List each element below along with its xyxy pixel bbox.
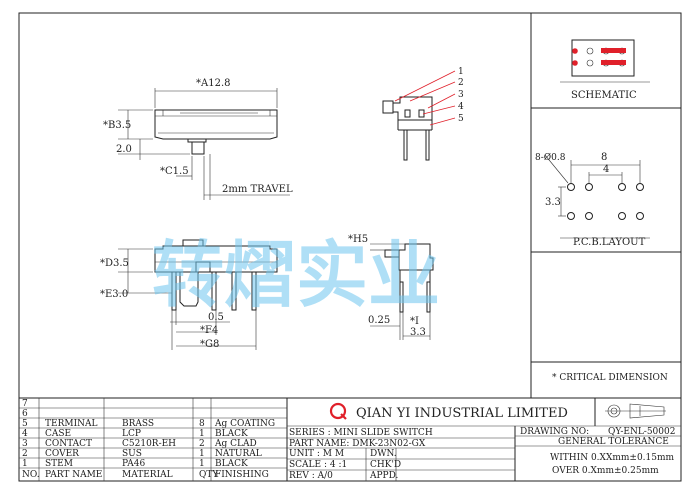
- parts-cell-qty: 1: [199, 449, 205, 459]
- pcb-layout-title: P.C.B.LAYOUT: [573, 237, 646, 248]
- pcb-8-label: 8: [601, 152, 607, 163]
- parts-cell-name: COVER: [45, 449, 79, 459]
- tolerance-within: WITHIN 0.XXmm±0.15mm: [550, 453, 675, 463]
- label-d: *D3.5: [100, 258, 129, 269]
- general-tolerance: GENERAL TOLERANCE: [558, 437, 669, 447]
- label-f: *F4: [200, 325, 218, 336]
- callout-3: 3: [458, 90, 464, 100]
- label-0-25: 0.25: [368, 315, 390, 326]
- pcb-hole-label: 8-Ø0.8: [535, 152, 566, 163]
- label-e: *E3.0: [100, 289, 128, 300]
- schematic-title: SCHEMATIC: [571, 90, 637, 101]
- parts-cell-qty: 1: [199, 459, 205, 469]
- parts-cell-no: 3: [22, 439, 28, 449]
- parts-cell-name: CASE: [45, 429, 71, 439]
- parts-cell-qty: 1: [199, 429, 205, 439]
- label-2-0: 2.0: [116, 144, 132, 155]
- parts-cell-material: C5210R-EH: [122, 439, 176, 449]
- callout-4: 4: [458, 102, 464, 112]
- parts-header-material: MATERIAL: [122, 470, 173, 480]
- parts-cell-qty: 2: [199, 439, 205, 449]
- parts-cell-no: 1: [22, 459, 28, 469]
- unit-field: UNIT : M M: [289, 449, 344, 459]
- label-3-3: 3.3: [410, 327, 426, 338]
- parts-cell-no: 4: [22, 429, 28, 439]
- label-g: *G8: [200, 339, 219, 350]
- parts-header-name: PART NAME: [45, 470, 102, 480]
- part-name-field: PART NAME: DMK-23N02-GX: [289, 439, 426, 449]
- pcb-4-label: 4: [603, 164, 609, 175]
- drawing-no-value: QY-ENL-50002: [608, 427, 675, 437]
- parts-cell-material: LCP: [122, 429, 141, 439]
- parts-cell-finishing: BLACK: [215, 429, 248, 439]
- dwn-field: DWN.: [370, 449, 397, 459]
- projection-symbol-icon: [605, 403, 666, 419]
- label-0-5: 0.5: [208, 312, 224, 323]
- callout-5: 5: [458, 114, 464, 124]
- scale-field: SCALE : 4 :1: [289, 460, 347, 470]
- side-view: [382, 70, 456, 161]
- company-logo-icon: [329, 402, 347, 420]
- schematic-symbol: [560, 39, 650, 83]
- parts-header-qty: QTY: [199, 470, 219, 480]
- appd-field: APPD.: [369, 471, 399, 481]
- parts-cell-no: 7: [22, 399, 28, 409]
- front-view: [118, 239, 278, 350]
- parts-cell-no: 2: [22, 449, 28, 459]
- title-block-grid: [287, 398, 681, 481]
- label-h: *H5: [348, 234, 368, 245]
- watermark-text: 转熠实业: [152, 233, 440, 317]
- label-i: *I: [410, 316, 419, 327]
- parts-cell-name: STEM: [45, 459, 73, 469]
- parts-cell-name: TERMINAL: [45, 419, 97, 429]
- parts-cell-material: PA46: [122, 459, 145, 469]
- parts-table-grid: [19, 398, 288, 481]
- parts-cell-finishing: Ag CLAD: [214, 439, 257, 449]
- critical-dimension-note: * CRITICAL DIMENSION: [552, 373, 668, 383]
- company-name: QIAN YI INDUSTRIAL LIMITED: [356, 406, 568, 421]
- parts-cell-qty: 8: [199, 419, 205, 429]
- drawing-frame: [18, 12, 682, 482]
- label-a: *A12.8: [196, 78, 231, 89]
- drawing-no-label: DRAWING NO:: [520, 427, 589, 437]
- series-field: SERIES : MINI SLIDE SWITCH: [289, 428, 433, 438]
- top-view: [118, 88, 290, 200]
- parts-header-no: NO.: [22, 470, 40, 480]
- label-b: *B3.5: [103, 120, 131, 131]
- parts-cell-finishing: BLACK: [215, 459, 248, 469]
- parts-cell-finishing: Ag COATING: [214, 419, 275, 429]
- callout-1: 1: [458, 67, 464, 77]
- parts-cell-no: 5: [22, 419, 28, 429]
- label-travel: 2mm TRAVEL: [222, 184, 293, 195]
- rev-field: REV : A/0: [289, 471, 333, 481]
- label-c: *C1.5: [160, 166, 189, 177]
- callout-2: 2: [458, 78, 464, 88]
- chkd-field: CHK'D: [370, 460, 401, 470]
- parts-cell-material: SUS: [122, 449, 142, 459]
- tolerance-over: OVER 0.Xmm±0.25mm: [552, 466, 659, 476]
- pcb-layout: [544, 154, 650, 239]
- parts-cell-no: 6: [22, 409, 28, 419]
- parts-cell-finishing: NATURAL: [215, 449, 262, 459]
- pcb-3-3-label: 3.3: [545, 197, 561, 208]
- parts-cell-material: BRASS: [122, 419, 154, 429]
- parts-header-finishing: FINISHING: [215, 470, 269, 480]
- end-view: [370, 243, 434, 340]
- parts-cell-name: CONTACT: [45, 439, 92, 449]
